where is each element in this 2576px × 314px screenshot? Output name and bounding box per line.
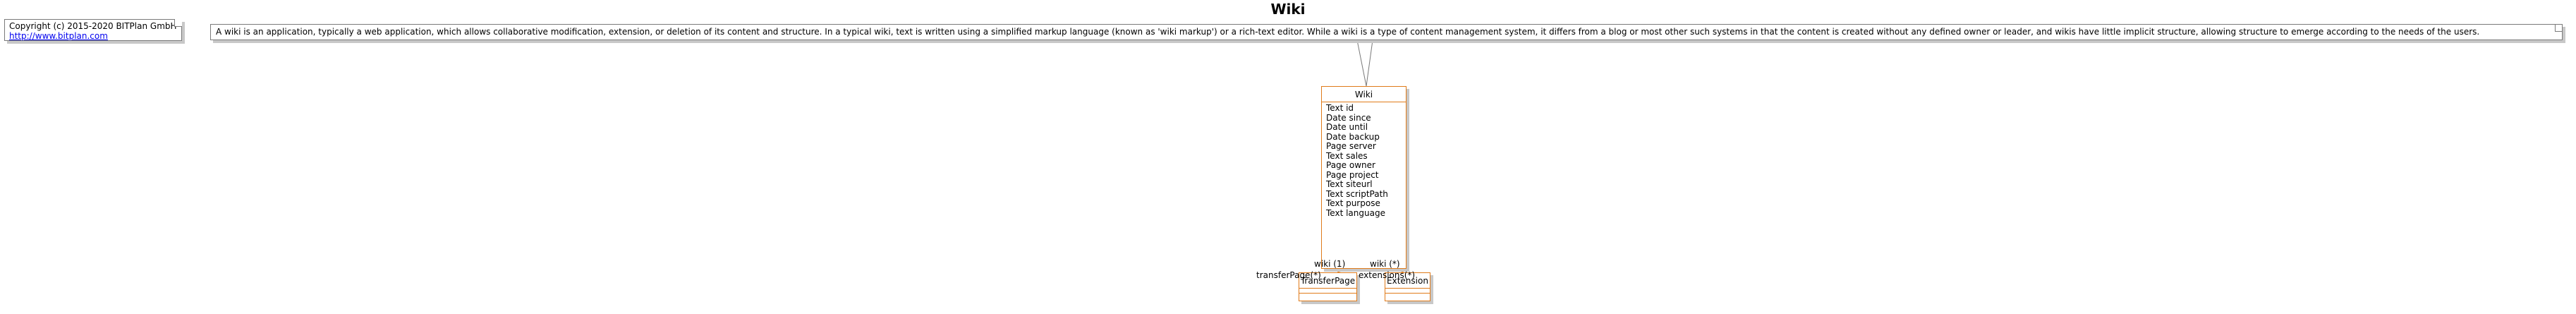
attribute: Text sales bbox=[1326, 150, 1368, 161]
copyright-link[interactable]: http://www.bitplan.com bbox=[9, 31, 108, 41]
attribute: Page project bbox=[1326, 169, 1379, 180]
attribute: Text scriptPath bbox=[1326, 188, 1388, 199]
attribute: Date backup bbox=[1326, 131, 1380, 142]
class-wiki-name: Wiki bbox=[1322, 87, 1406, 102]
copyright-note: Copyright (c) 2015-2020 BITPlan GmbH htt… bbox=[4, 19, 182, 41]
role-label-extensions: extensions(*) bbox=[1359, 270, 1416, 280]
class-wiki: Wiki Text id Date since Date until Date … bbox=[1321, 86, 1407, 269]
attributes-compartment bbox=[1299, 289, 1356, 294]
attribute: Text id bbox=[1326, 103, 1354, 113]
class-transfer-page-name: TransferPage bbox=[1299, 273, 1356, 289]
attribute: Date since bbox=[1326, 112, 1371, 123]
role-label-transfer-page: transferPage(*) bbox=[1256, 270, 1321, 280]
note-fold-corner bbox=[2555, 25, 2562, 32]
diagram-title: Wiki bbox=[1270, 1, 1306, 18]
association-line-transfer-page bbox=[1337, 268, 1349, 273]
attribute: Date until bbox=[1326, 122, 1368, 132]
class-wiki-attributes: Text id Date since Date until Date backu… bbox=[1322, 102, 1406, 221]
attribute: Text siteurl bbox=[1326, 179, 1373, 189]
note-anchor bbox=[1356, 40, 1373, 87]
association-line-extension bbox=[1392, 268, 1404, 273]
attribute: Text purpose bbox=[1326, 198, 1380, 208]
role-label-wiki-one: wiki (1) bbox=[1314, 259, 1346, 269]
attribute: Page server bbox=[1326, 141, 1376, 151]
role-label-wiki-many: wiki (*) bbox=[1370, 259, 1400, 269]
attributes-compartment bbox=[1385, 289, 1430, 294]
class-transfer-page: TransferPage bbox=[1299, 272, 1357, 301]
copyright-text: Copyright (c) 2015-2020 BITPlan GmbH bbox=[9, 21, 177, 31]
description-text: A wiki is an application, typically a we… bbox=[216, 27, 2480, 37]
attribute: Text language bbox=[1326, 207, 1385, 218]
attribute: Page owner bbox=[1326, 160, 1375, 170]
class-extension: Extension bbox=[1385, 272, 1430, 301]
class-extension-name: Extension bbox=[1385, 273, 1430, 289]
description-note: A wiki is an application, typically a we… bbox=[210, 24, 2563, 40]
note-fold-corner bbox=[174, 19, 182, 27]
